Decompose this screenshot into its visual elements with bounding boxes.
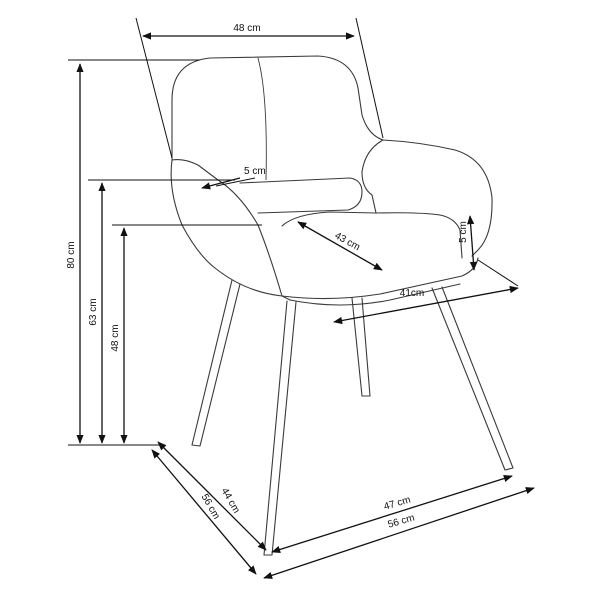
chair-left-side: [171, 159, 291, 301]
dim-armrest-width: [201, 177, 241, 190]
backrest-seam: [257, 57, 267, 181]
extension-lines: [68, 17, 519, 446]
dimension-labels: 48 cm 5 cm 43 cm 5 cm 41cm 80 cm 63 cm 4…: [66, 23, 469, 531]
right-arm-front: [382, 139, 493, 257]
seat-cushion: [281, 211, 377, 227]
label-top-width: 48 cm: [233, 23, 260, 34]
label-base-depth-outer: 56 cm: [199, 492, 222, 521]
leg-rear-right: [351, 297, 371, 397]
right-arm-inner: [375, 212, 463, 259]
dim-seat-depth: [297, 221, 383, 271]
left-armrest: [239, 177, 363, 214]
dim-base-width-outer: [263, 487, 535, 579]
label-armrest-height: 63 cm: [88, 298, 99, 325]
chair-backrest: [171, 55, 384, 161]
label-base-width-outer: 56 cm: [387, 513, 416, 531]
dim-base-depth-outer: [151, 449, 257, 575]
leg-front-right: [431, 286, 514, 471]
dimension-lines: [76, 32, 535, 579]
dim-seat-thickness: [466, 215, 478, 271]
dim-seat-width: [333, 285, 519, 325]
leg-rear-left: [191, 279, 241, 447]
right-armrest: [361, 139, 384, 214]
dim-base-depth-inner: [157, 441, 267, 551]
label-base-depth-inner: 44 cm: [219, 486, 242, 515]
seat-front-edge: [281, 257, 479, 300]
label-base-width-inner: 47 cm: [383, 495, 412, 513]
label-seat-thickness: 5 cm: [458, 221, 469, 243]
label-armrest-width: 5 cm: [244, 166, 266, 177]
label-seat-height: 48 cm: [110, 324, 121, 351]
dim-base-width-inner: [271, 475, 513, 553]
chair-left-front: [170, 159, 283, 297]
label-seat-width: 41cm: [400, 288, 424, 299]
leg-front-left: [263, 300, 297, 556]
chair-legs: [191, 279, 514, 556]
label-total-height: 80 cm: [66, 241, 77, 268]
